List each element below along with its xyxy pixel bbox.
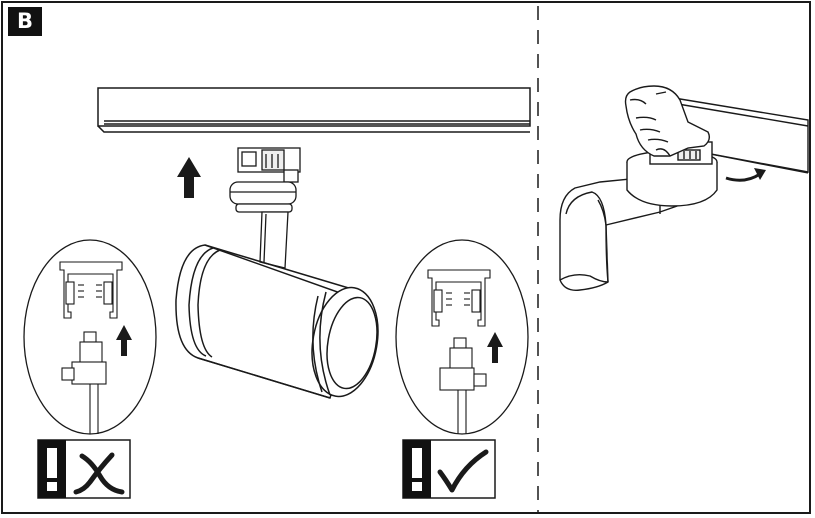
track-adapter: [229, 147, 301, 213]
up-arrow: [116, 325, 132, 356]
wrong-badge: [37, 439, 131, 499]
up-arrow: [487, 332, 503, 363]
cross-icon: [73, 452, 125, 495]
track-rail: [97, 87, 531, 133]
fixture-stem: [259, 211, 289, 269]
correct-badge: [402, 439, 496, 499]
hand: [624, 85, 711, 157]
panel-label: B: [8, 7, 42, 36]
spotlight-body: [175, 244, 379, 399]
rotate-arrow: [725, 168, 766, 182]
zoom-detail-wrong: [23, 239, 157, 435]
zoom-detail-right: [395, 239, 529, 435]
rotation-adapter: [626, 141, 718, 214]
track-rail-angled: [666, 96, 809, 174]
up-arrow: [177, 157, 201, 198]
check-icon: [437, 449, 489, 493]
